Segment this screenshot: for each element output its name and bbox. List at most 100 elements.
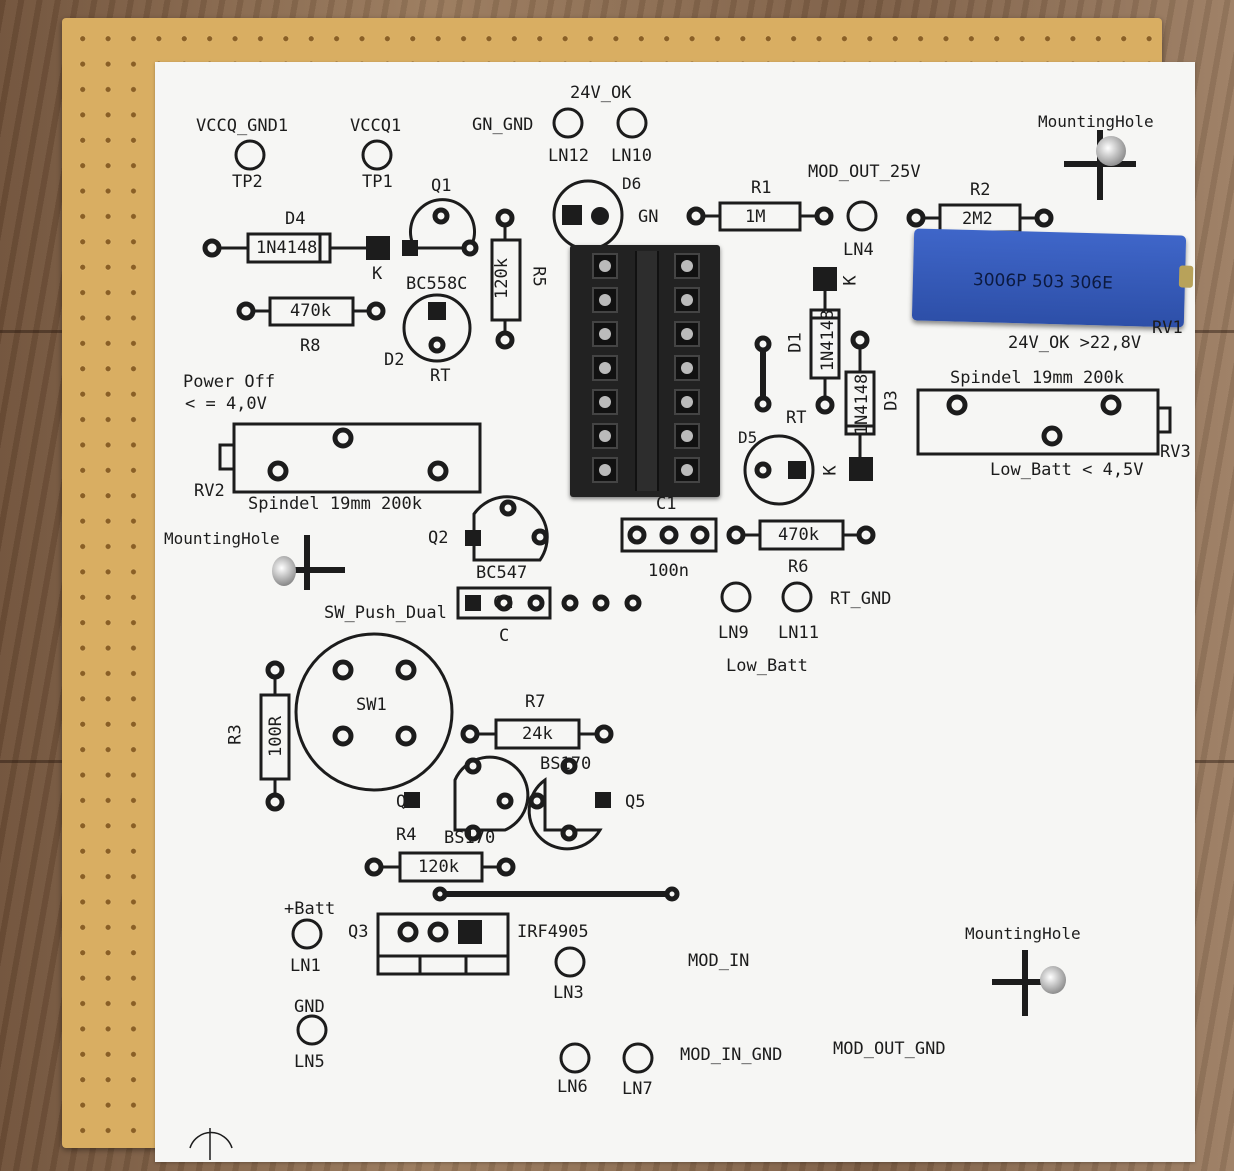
socket-pin — [592, 253, 618, 279]
pad — [531, 528, 549, 546]
pad — [594, 724, 614, 744]
label-ln4: LN4 — [843, 240, 874, 260]
label-r2: R2 — [970, 180, 991, 200]
rv3-knob — [1156, 406, 1172, 434]
pad — [856, 525, 876, 545]
label-rt: RT — [786, 408, 807, 428]
socket-slot — [635, 251, 659, 491]
square-pad — [428, 302, 446, 320]
label-r5-value: 120k — [491, 258, 512, 299]
label-r4-value: 120k — [418, 857, 459, 877]
label-k: K — [840, 275, 861, 286]
label-rt: RT — [430, 366, 451, 386]
label-d5: D5 — [738, 428, 758, 447]
pad — [754, 335, 772, 353]
pad-ln10 — [616, 107, 648, 139]
label-rt-gnd: RT_GND — [830, 589, 892, 609]
pad — [332, 427, 354, 449]
label-tp2: TP2 — [232, 172, 263, 192]
pad — [427, 921, 449, 943]
d2-outline — [402, 293, 472, 363]
socket-pin — [674, 355, 700, 381]
pad — [499, 499, 517, 517]
pad — [627, 525, 647, 545]
square-pad — [813, 267, 837, 291]
pad — [366, 301, 386, 321]
pad — [946, 394, 968, 416]
label-gnd: GND — [294, 997, 325, 1017]
label-mod-in-gnd: MOD_IN_GND — [680, 1045, 783, 1065]
square-pad — [788, 461, 806, 479]
label-mod-out-25v: MOD_OUT_25V — [808, 162, 921, 182]
pad-ln11 — [781, 581, 813, 613]
label-gn-gnd: GN_GND — [472, 115, 534, 135]
label-r8-value: 470k — [290, 301, 331, 321]
pad — [527, 594, 545, 612]
pad-ln4 — [846, 200, 878, 232]
label-d3: D3 — [881, 390, 902, 411]
label-bs170: BS170 — [444, 828, 496, 848]
pad — [267, 460, 289, 482]
label-gn: GN — [638, 207, 659, 227]
pad — [1041, 425, 1063, 447]
label-q2: Q2 — [428, 528, 449, 548]
label-c2: C2 — [493, 593, 514, 613]
label-d2: D2 — [384, 350, 405, 370]
socket-pin — [674, 457, 700, 483]
label-ln5: LN5 — [294, 1052, 325, 1072]
label-power-off-voltage: < = 4,0V — [185, 394, 267, 414]
pad — [332, 659, 354, 681]
pad — [1100, 394, 1122, 416]
label-r1-value: 1M — [745, 207, 766, 227]
pad — [906, 208, 926, 228]
pad-ln5 — [296, 1014, 328, 1046]
label-sw1: SW1 — [356, 695, 387, 715]
pad — [397, 921, 419, 943]
pad — [464, 824, 482, 842]
socket-pin — [674, 287, 700, 313]
square-pad — [465, 595, 481, 611]
square-pad — [458, 920, 482, 944]
label-rv3: RV3 — [1160, 442, 1191, 462]
pad — [850, 330, 870, 350]
label-ln1: LN1 — [290, 956, 321, 976]
label-bc558c: BC558C — [406, 274, 468, 294]
pad — [496, 857, 516, 877]
socket-pin — [592, 287, 618, 313]
label-bs170: BS170 — [540, 754, 592, 774]
pad — [754, 395, 772, 413]
pad — [395, 659, 417, 681]
label-q5: Q5 — [625, 792, 646, 812]
rv2-outline — [232, 422, 482, 494]
label-r6: R6 — [788, 557, 809, 577]
socket-pin — [592, 321, 618, 347]
pad — [528, 792, 546, 810]
ic-socket-dip14 — [570, 245, 720, 497]
pad-ln3 — [554, 946, 586, 978]
pad — [591, 207, 609, 225]
pad — [202, 238, 222, 258]
pad-ln7 — [622, 1042, 654, 1074]
label-24v-ok-threshold: 24V_OK >22,8V — [1008, 333, 1142, 353]
q2-outline — [472, 495, 549, 562]
pad — [560, 757, 578, 775]
label-r3-value: 100R — [265, 716, 286, 757]
label-mod-in: MOD_IN — [688, 951, 750, 971]
pad-tp2 — [234, 139, 266, 171]
label-d4-value: 1N4148 — [256, 238, 318, 258]
fiducial — [189, 1131, 233, 1149]
pad — [432, 886, 448, 902]
label-low-batt: Low_Batt — [726, 656, 808, 676]
label-r1: R1 — [751, 178, 772, 198]
label-q4: Q4 — [396, 792, 417, 812]
pad — [428, 336, 446, 354]
square-pad — [562, 205, 582, 225]
label-r2-value: 2M2 — [962, 209, 993, 229]
pad — [690, 525, 710, 545]
pad — [464, 757, 482, 775]
pad-ln6 — [559, 1042, 591, 1074]
pad — [395, 725, 417, 747]
label-c: C — [499, 626, 510, 646]
label-ln10: LN10 — [611, 146, 652, 166]
label-spindel-right: Spindel 19mm 200k — [950, 368, 1124, 388]
